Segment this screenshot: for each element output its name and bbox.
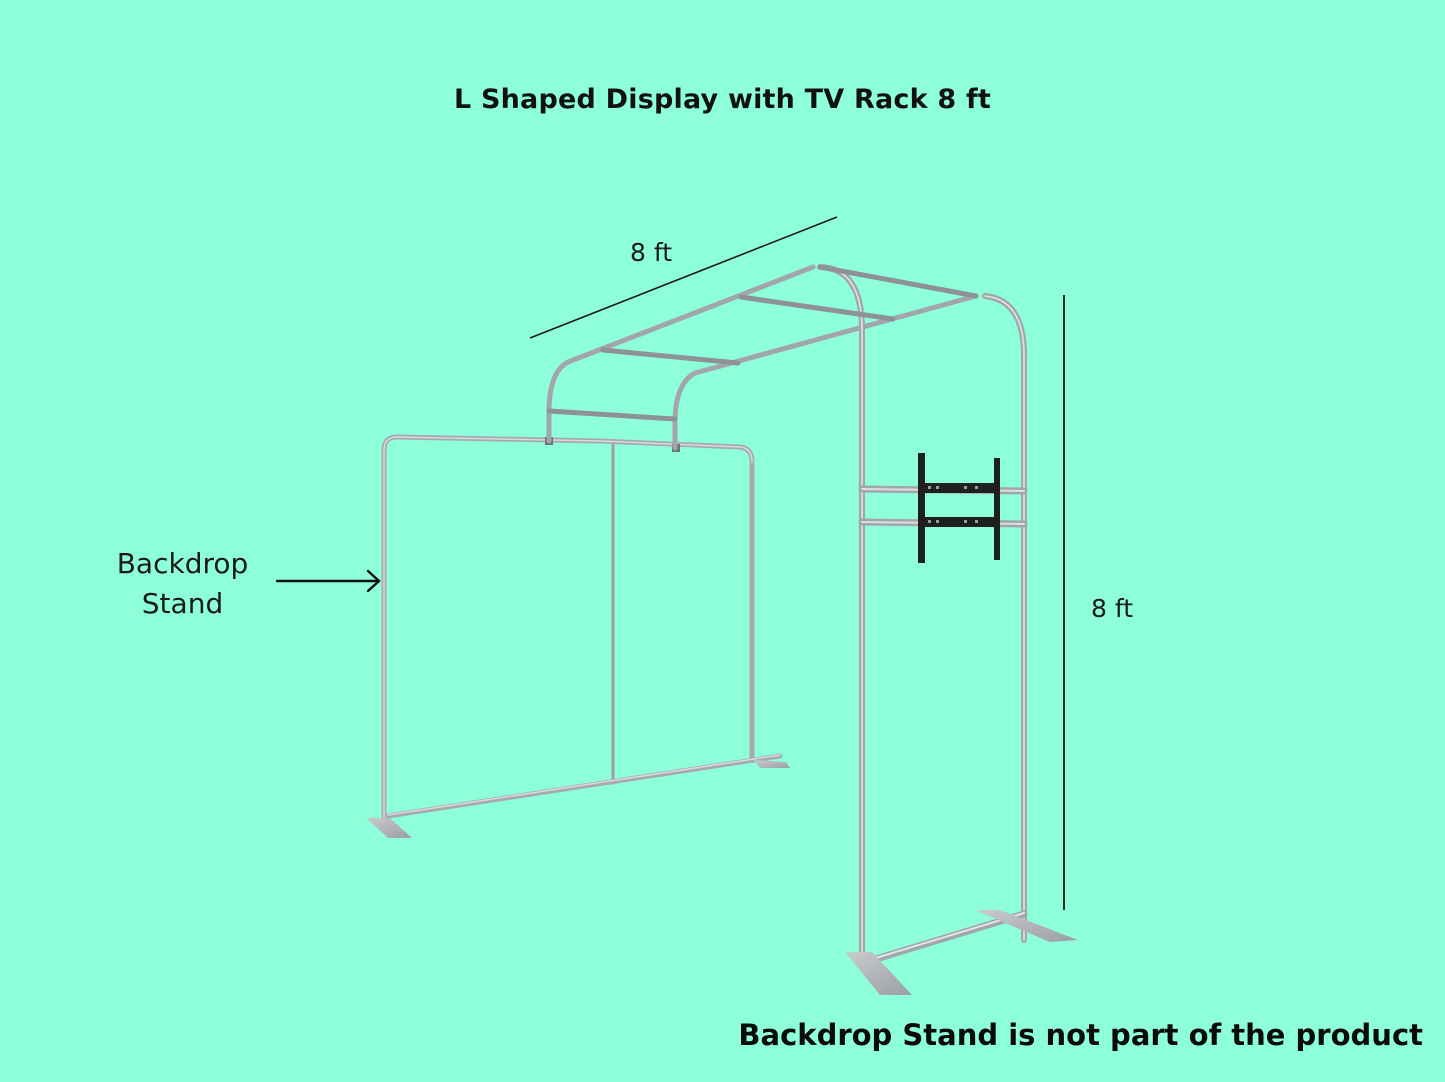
backdrop-stand-label: Backdrop Stand — [100, 544, 265, 624]
arrow-right-icon — [275, 569, 381, 593]
l-shaped-tv-rack-frame — [546, 264, 1078, 995]
backdrop-stand — [366, 434, 790, 838]
tv-wall-mount-bracket — [918, 453, 1000, 563]
depth-dimension-label: 8 ft — [630, 238, 673, 267]
page-title: L Shaped Display with TV Rack 8 ft — [453, 84, 992, 115]
footer-disclaimer: Backdrop Stand is not part of the produc… — [738, 1018, 1423, 1052]
backdrop-label-line2: Stand — [141, 587, 224, 620]
depth-dimension-line — [529, 216, 838, 339]
height-dimension-label: 8 ft — [1091, 594, 1134, 623]
backdrop-label-line1: Backdrop — [116, 547, 249, 580]
